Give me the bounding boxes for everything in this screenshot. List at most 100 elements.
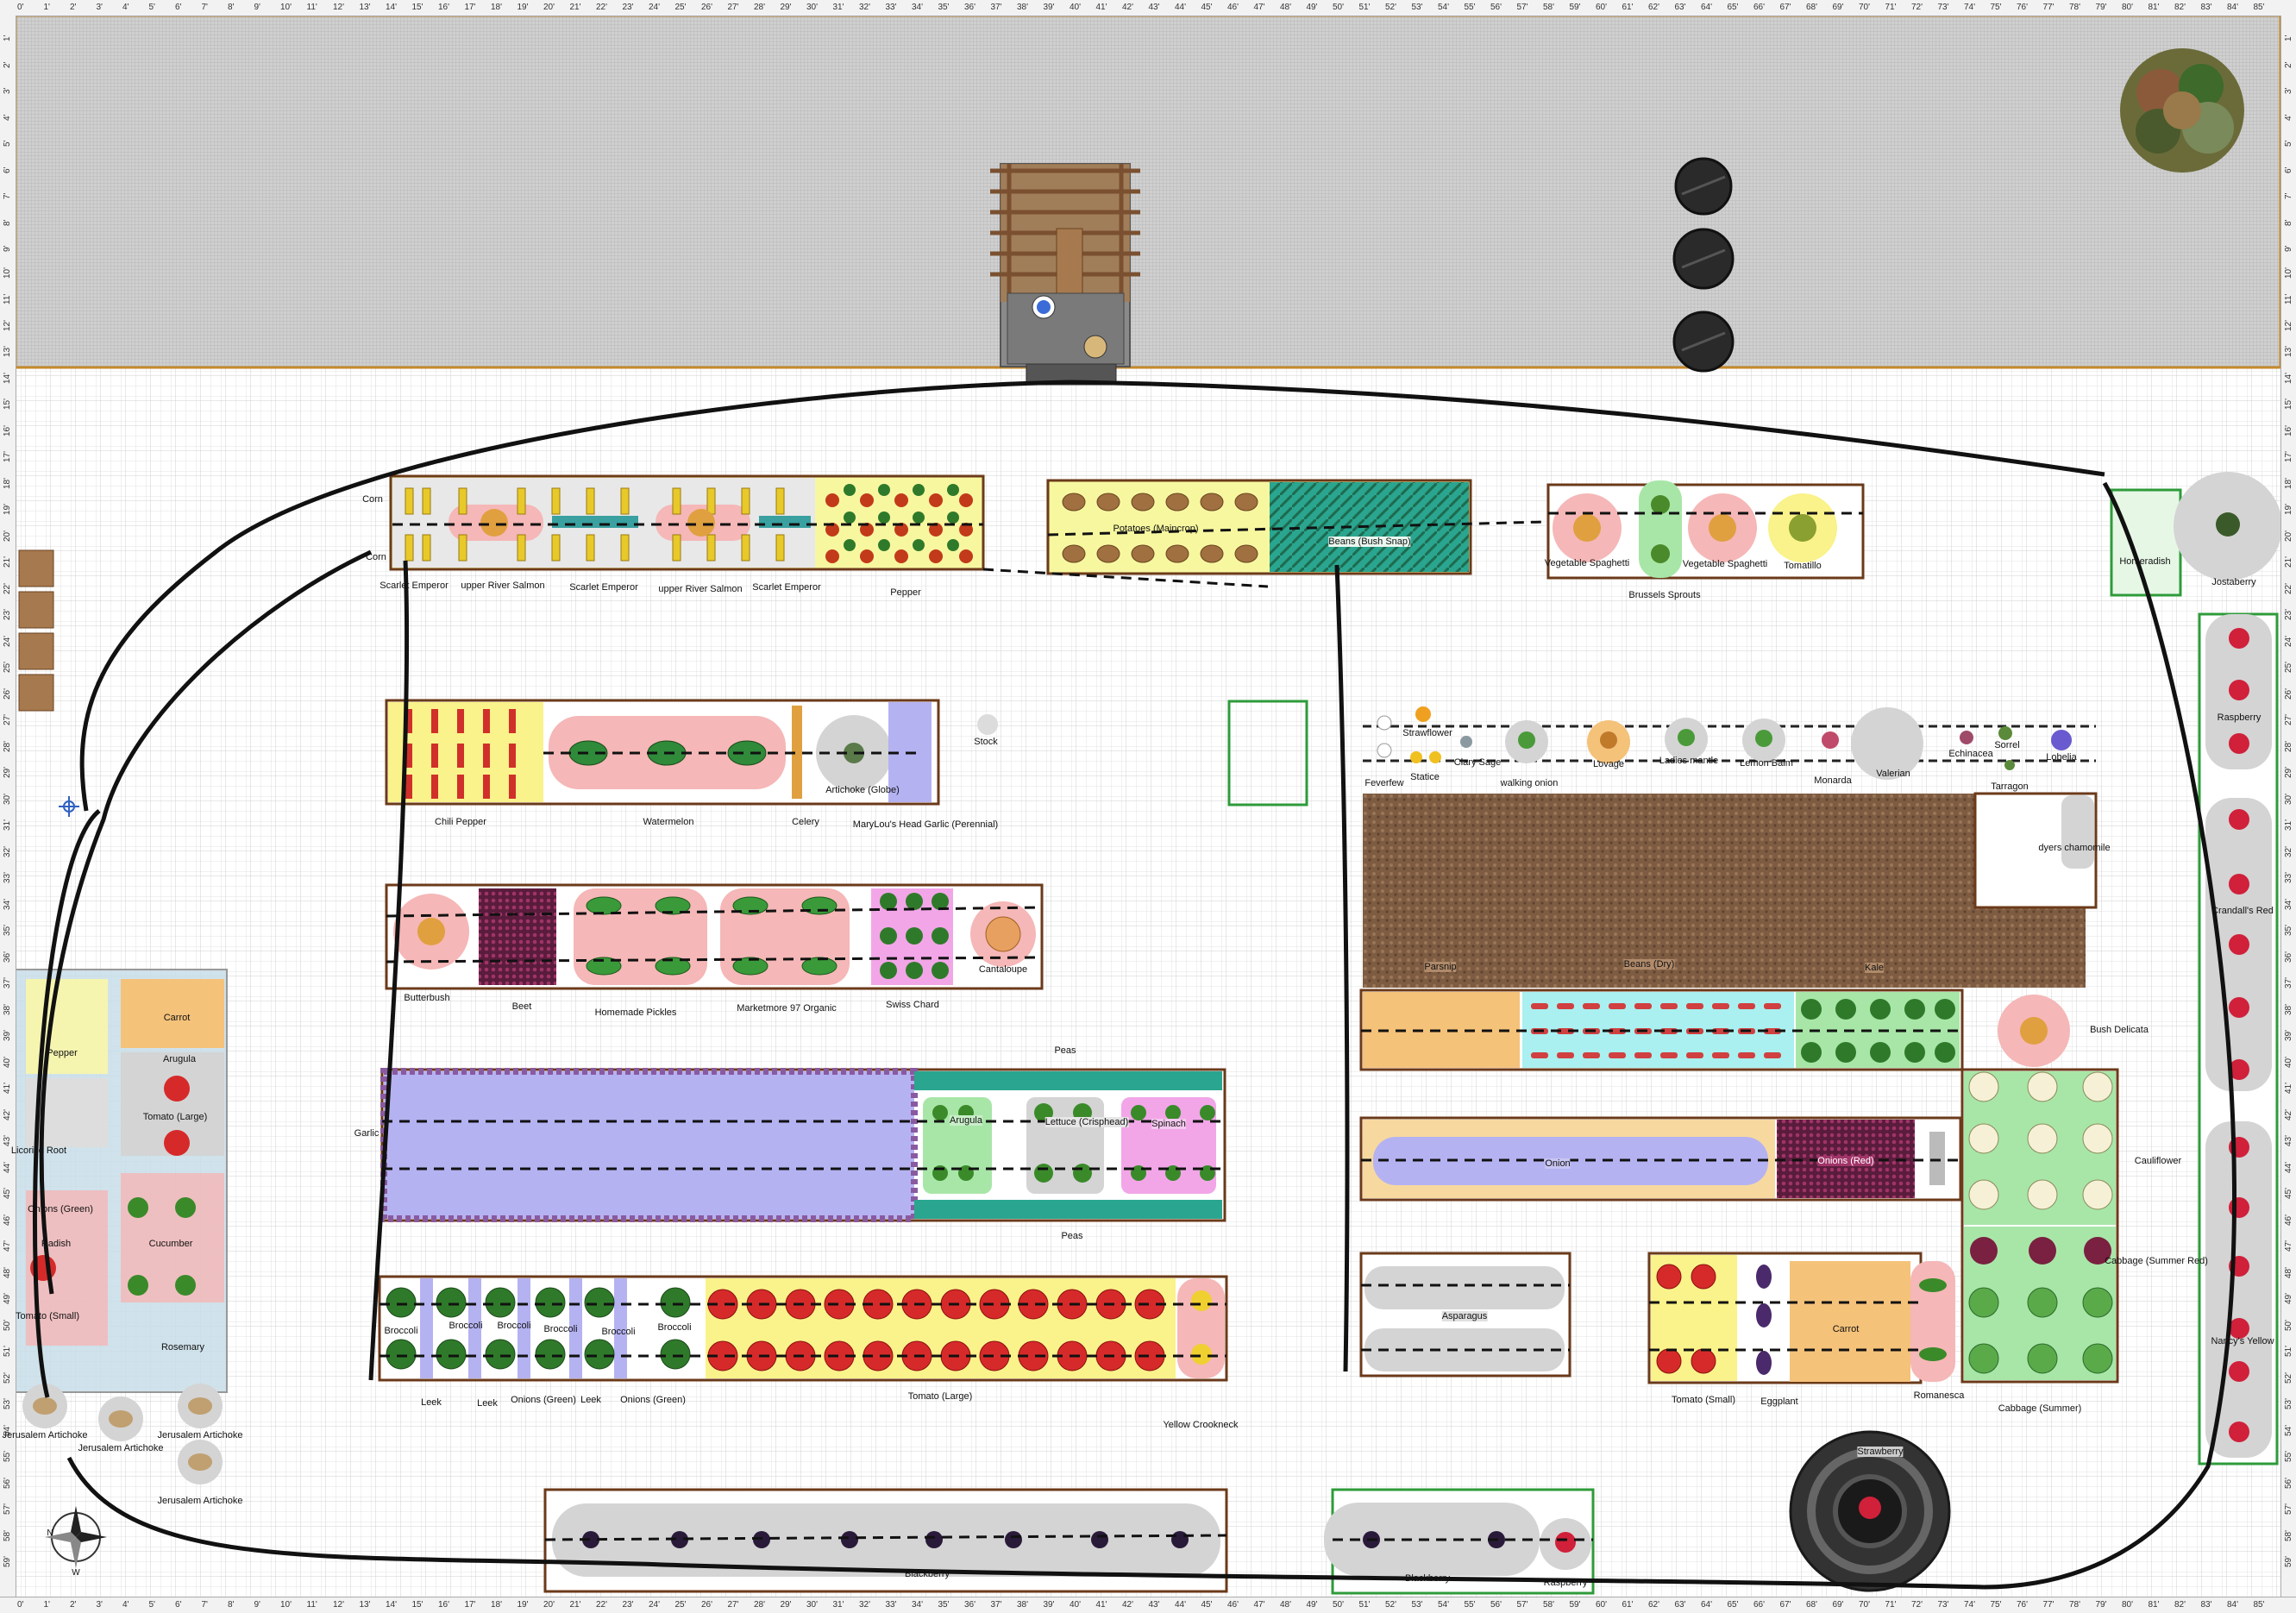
label-chard[interactable]: Swiss Chard bbox=[886, 1000, 939, 1010]
label-scarlet-3[interactable]: Scarlet Emperor bbox=[752, 582, 821, 593]
label-marketmore[interactable]: Marketmore 97 Organic bbox=[737, 1003, 837, 1014]
label-spinach[interactable]: Spinach bbox=[1151, 1119, 1186, 1129]
label-cabbage-summer-red[interactable]: Cabbage (Summer Red) bbox=[2105, 1256, 2208, 1266]
label-sorrel[interactable]: Sorrel bbox=[1994, 740, 2020, 750]
label-monarda[interactable]: Monarda bbox=[1814, 775, 1852, 786]
label-garlic[interactable]: Garlic bbox=[354, 1128, 380, 1139]
label-salmon-2[interactable]: upper River Salmon bbox=[658, 584, 743, 594]
label-broccoli-4[interactable]: Broccoli bbox=[543, 1324, 578, 1334]
label-cabbage-summer[interactable]: Cabbage (Summer) bbox=[1998, 1403, 2082, 1414]
label-tomatillo[interactable]: Tomatillo bbox=[1784, 561, 1822, 571]
label-gh-carrot[interactable]: Carrot bbox=[163, 1013, 191, 1023]
ruler-right: 1'2'3'4'5'6'7'8'9'10'11'12'13'14'15'16'1… bbox=[2280, 16, 2296, 1597]
label-leek-2[interactable]: Leek bbox=[477, 1398, 498, 1409]
label-blackberry-2[interactable]: Blackberry bbox=[1405, 1573, 1450, 1584]
label-potatoes[interactable]: Potatoes (Maincrop) bbox=[1113, 524, 1199, 534]
label-gh-arugula[interactable]: Arugula bbox=[163, 1054, 196, 1064]
label-salmon-1[interactable]: upper River Salmon bbox=[461, 581, 545, 591]
label-strawflower[interactable]: Strawflower bbox=[1402, 728, 1452, 738]
label-scarlet-1[interactable]: Scarlet Emperor bbox=[380, 581, 449, 591]
label-gh-licorice[interactable]: Licorice Root bbox=[10, 1145, 67, 1156]
label-ladies-mantle[interactable]: Ladies mantle bbox=[1659, 756, 1719, 766]
label-lemon-balm[interactable]: Lemon Balm bbox=[1740, 758, 1793, 769]
label-onions-red[interactable]: Onions (Red) bbox=[1817, 1156, 1874, 1166]
label-asparagus[interactable]: Asparagus bbox=[1441, 1311, 1488, 1321]
label-cantaloupe[interactable]: Cantaloupe bbox=[978, 964, 1028, 975]
label-marylou-garlic[interactable]: MaryLou's Head Garlic (Perennial) bbox=[852, 819, 999, 830]
label-pickles[interactable]: Homemade Pickles bbox=[594, 1007, 677, 1018]
label-tomato-large[interactable]: Tomato (Large) bbox=[907, 1391, 973, 1402]
label-strawberry[interactable]: Strawberry bbox=[1857, 1447, 1904, 1457]
label-crookneck[interactable]: Yellow Crookneck bbox=[1163, 1420, 1239, 1430]
label-onions-green-1[interactable]: Onions (Green) bbox=[511, 1395, 576, 1405]
label-jerusalem-3[interactable]: Jerusalem Artichoke bbox=[157, 1430, 243, 1440]
label-artichoke-globe[interactable]: Artichoke (Globe) bbox=[825, 785, 900, 795]
label-tomato-small[interactable]: Tomato (Small) bbox=[1672, 1395, 1735, 1405]
label-beans-dry[interactable]: Beans (Dry) bbox=[1623, 959, 1675, 970]
label-carrot[interactable]: Carrot bbox=[1832, 1324, 1860, 1334]
label-echinacea[interactable]: Echinacea bbox=[1948, 749, 1993, 759]
label-lettuce[interactable]: Lettuce (Crisphead) bbox=[1044, 1117, 1129, 1127]
label-valerian[interactable]: Valerian bbox=[1876, 769, 1910, 779]
label-watermelon[interactable]: Watermelon bbox=[643, 817, 694, 827]
label-lovage[interactable]: Lovage bbox=[1592, 759, 1625, 769]
label-cauliflower[interactable]: Cauliflower bbox=[2134, 1156, 2182, 1166]
label-celery[interactable]: Celery bbox=[792, 817, 819, 827]
label-peas-bottom[interactable]: Peas bbox=[1061, 1231, 1083, 1241]
label-statice[interactable]: Statice bbox=[1410, 772, 1440, 782]
label-onions-green-2[interactable]: Onions (Green) bbox=[620, 1395, 686, 1405]
label-broccoli-1[interactable]: Broccoli bbox=[384, 1326, 418, 1336]
label-spaghetti-1[interactable]: Vegetable Spaghetti bbox=[1544, 558, 1630, 568]
label-gh-rosemary[interactable]: Rosemary bbox=[160, 1342, 205, 1353]
label-dyers-chamomile[interactable]: dyers chamomile bbox=[2038, 843, 2111, 853]
label-gh-tomato-large[interactable]: Tomato (Large) bbox=[142, 1112, 208, 1122]
label-jerusalem-2[interactable]: Jerusalem Artichoke bbox=[78, 1443, 164, 1453]
label-broccoli-6[interactable]: Broccoli bbox=[657, 1322, 692, 1333]
label-jostaberry[interactable]: Jostaberry bbox=[2211, 577, 2256, 587]
label-corn-a[interactable]: Corn bbox=[362, 494, 383, 505]
label-jerusalem-4[interactable]: Jerusalem Artichoke bbox=[157, 1496, 243, 1506]
label-arugula[interactable]: Arugula bbox=[950, 1115, 982, 1126]
label-scarlet-2[interactable]: Scarlet Emperor bbox=[569, 582, 638, 593]
label-clary-sage[interactable]: Clary Sage bbox=[1453, 757, 1502, 768]
label-gh-tomato-small[interactable]: Tomato (Small) bbox=[16, 1311, 79, 1321]
label-walking-onion[interactable]: walking onion bbox=[1500, 778, 1559, 788]
label-crandall[interactable]: Crandall's Red bbox=[2211, 906, 2274, 916]
label-raspberry-2[interactable]: Raspberry bbox=[1543, 1578, 1588, 1588]
label-gh-onions-green[interactable]: Onions (Green) bbox=[28, 1204, 93, 1214]
label-spaghetti-2[interactable]: Vegetable Spaghetti bbox=[1682, 559, 1768, 569]
label-leek-1[interactable]: Leek bbox=[421, 1397, 442, 1408]
label-blackberry-1[interactable]: Blackberry bbox=[905, 1569, 950, 1579]
label-butterbush[interactable]: Butterbush bbox=[404, 993, 450, 1003]
label-tarragon[interactable]: Tarragon bbox=[1991, 781, 2029, 792]
label-eggplant[interactable]: Eggplant bbox=[1760, 1396, 1798, 1407]
label-broccoli-2[interactable]: Broccoli bbox=[449, 1321, 483, 1331]
label-beet[interactable]: Beet bbox=[511, 1001, 532, 1012]
label-broccoli-3[interactable]: Broccoli bbox=[497, 1321, 531, 1331]
label-horseradish[interactable]: Horseradish bbox=[2119, 556, 2171, 567]
label-leek-3[interactable]: Leek bbox=[580, 1395, 601, 1405]
label-nancy[interactable]: Nancy's Yellow bbox=[2211, 1336, 2274, 1346]
label-gh-cucumber[interactable]: Cucumber bbox=[148, 1239, 193, 1249]
label-brussels[interactable]: Brussels Sprouts bbox=[1628, 590, 1701, 600]
label-bush-delicata[interactable]: Bush Delicata bbox=[2090, 1025, 2149, 1035]
label-kale[interactable]: Kale bbox=[1864, 963, 1885, 973]
label-chili[interactable]: Chili Pepper bbox=[435, 817, 486, 827]
label-feverfew[interactable]: Feverfew bbox=[1364, 778, 1404, 788]
label-lobelia[interactable]: Lobelia bbox=[2046, 752, 2077, 763]
label-stock[interactable]: Stock bbox=[974, 737, 998, 747]
label-onion[interactable]: Onion bbox=[1545, 1158, 1571, 1169]
label-gh-pepper[interactable]: Pepper bbox=[47, 1048, 78, 1058]
label-broccoli-5[interactable]: Broccoli bbox=[601, 1327, 636, 1337]
label-jerusalem-1[interactable]: Jerusalem Artichoke bbox=[2, 1430, 88, 1440]
label-romanesca[interactable]: Romanesca bbox=[1913, 1390, 1965, 1401]
label-corn-b[interactable]: Corn bbox=[366, 552, 386, 562]
label-raspberry[interactable]: Raspberry bbox=[2217, 712, 2261, 723]
label-pepper[interactable]: Pepper bbox=[890, 587, 921, 598]
label-parsnip[interactable]: Parsnip bbox=[1424, 962, 1457, 972]
label-beans-bush[interactable]: Beans (Bush Snap) bbox=[1328, 537, 1411, 547]
label-gh-radish[interactable]: Radish bbox=[41, 1239, 72, 1249]
label-peas-top[interactable]: Peas bbox=[1054, 1045, 1076, 1056]
